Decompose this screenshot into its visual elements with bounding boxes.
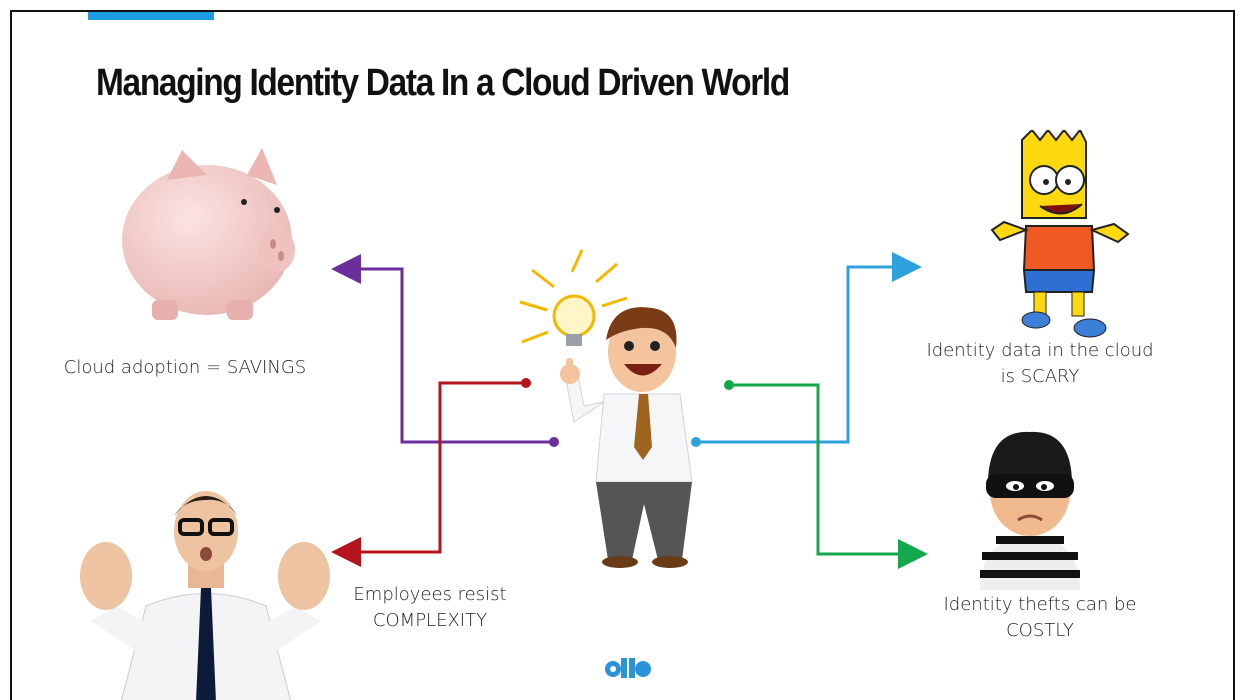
caption-scary-line1: Identity data in the cloud xyxy=(926,340,1154,361)
piggy-bank-icon xyxy=(122,148,295,320)
businessman-idea-icon xyxy=(519,249,693,568)
connector-complexity xyxy=(331,378,531,567)
connector-costly xyxy=(724,380,928,569)
slide: Managing Identity Data In a Cloud Driven… xyxy=(10,10,1235,700)
caption-costly-line2: COSTLY xyxy=(1006,620,1074,641)
connector-savings xyxy=(331,254,559,447)
cartoon-boy-icon xyxy=(990,130,1130,338)
connector-scary xyxy=(691,252,922,447)
connector-lines xyxy=(331,252,928,569)
burglar-icon xyxy=(980,431,1080,590)
caption-scary-line2: is SCARY xyxy=(1000,366,1080,387)
caption-complexity: Employees resist COMPLEXITY xyxy=(330,582,530,634)
slide-title: Managing Identity Data In a Cloud Driven… xyxy=(96,62,790,104)
accent-bar xyxy=(88,12,214,20)
caption-complexity-line2: COMPLEXITY xyxy=(372,610,488,631)
caption-complexity-line1: Employees resist xyxy=(353,584,507,605)
caption-savings: Cloud adoption = SAVINGS xyxy=(63,357,307,378)
caption-scary: Identity data in the cloud is SCARY xyxy=(910,338,1170,390)
caption-costly-line1: Identity thefts can be xyxy=(943,594,1137,615)
caption-costly: Identity thefts can be COSTLY xyxy=(910,592,1170,644)
surprised-man-icon xyxy=(80,491,330,700)
company-logo-icon xyxy=(605,658,651,678)
